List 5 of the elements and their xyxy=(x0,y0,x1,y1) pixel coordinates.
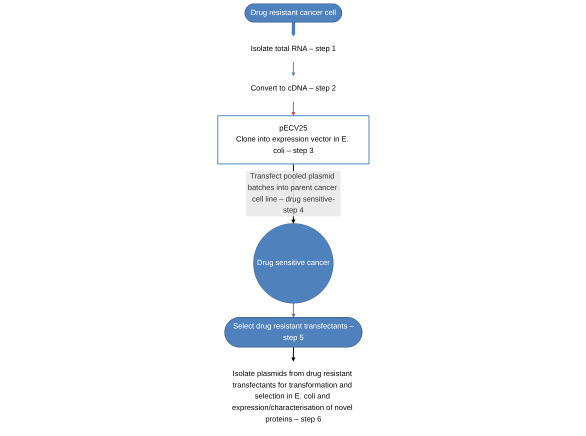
arrow xyxy=(291,302,296,318)
arrow xyxy=(290,61,296,76)
arrow xyxy=(290,22,296,37)
arrow xyxy=(290,346,296,362)
arrow xyxy=(290,101,296,116)
